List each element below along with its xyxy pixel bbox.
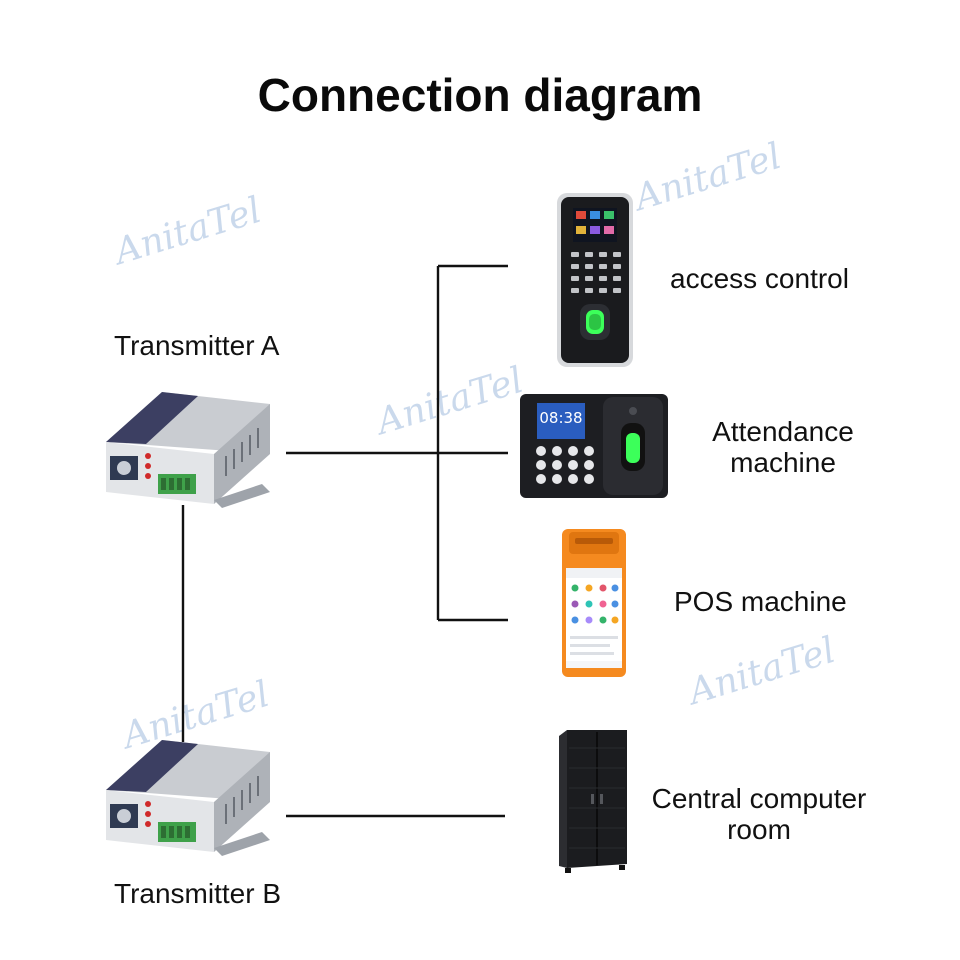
transmitter-b-label: Transmitter B: [114, 878, 281, 909]
fiber-transmitter-icon: [106, 740, 270, 856]
central-label-line1: Central computer: [651, 783, 867, 814]
pos-machine-label: POS machine: [674, 586, 847, 617]
pos-terminal-icon: [562, 529, 626, 677]
attendance-clock: 08:38: [539, 409, 583, 427]
central-label-line2: room: [727, 814, 791, 845]
attendance-machine-icon: 08:38: [519, 393, 669, 499]
attendance-label-line1: Attendance: [712, 416, 854, 447]
fiber-transmitter-icon: [106, 392, 270, 508]
central-computer-label: Central computer room: [634, 783, 884, 845]
attendance-label-line2: machine: [730, 447, 836, 478]
attendance-label: Attendance machine: [690, 416, 876, 478]
diagram-title: Connection diagram: [257, 69, 703, 121]
transmitter-a-label: Transmitter A: [114, 330, 280, 361]
server-rack-icon: [559, 730, 627, 873]
access-control-label: access control: [670, 263, 849, 294]
access-control-terminal-icon: [557, 193, 633, 367]
